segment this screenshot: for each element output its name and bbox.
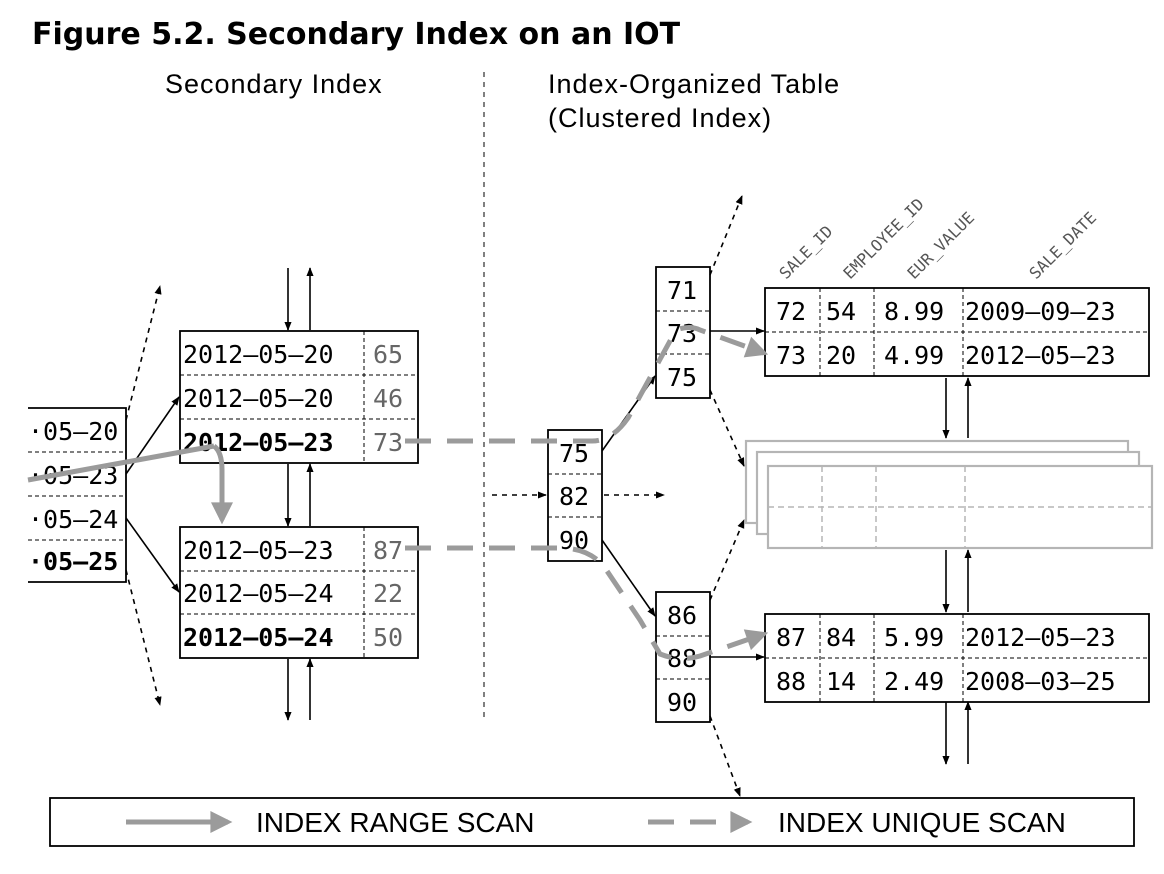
column-headers: SALE_ID EMPLOYEE_ID EUR_VALUE SALE_DATE — [775, 194, 1100, 282]
branch-key: 73 — [667, 319, 697, 348]
cell-eur-value: 4.99 — [884, 341, 944, 370]
secondary-index-header: Secondary Index — [165, 69, 383, 99]
iot-leaf-bottom: 87 84 5.99 2012–05–23 88 14 2.49 2008–03… — [764, 613, 1150, 703]
branch-key: 86 — [667, 601, 697, 630]
leaf-key: 2012–05–20 — [183, 384, 334, 413]
cell-sale-id: 88 — [776, 667, 806, 696]
pointer-arrow — [125, 517, 180, 593]
secondary-leaf-bottom: 2012–05–23 87 2012–05–24 22 2012–05–24 5… — [179, 526, 419, 659]
iot-leaf-top: 72 54 8.99 2009–09–23 73 20 4.99 2012–05… — [764, 287, 1150, 377]
legend-range-scan-label: INDEX RANGE SCAN — [256, 807, 535, 838]
cell-employee-id: 84 — [826, 623, 856, 652]
cell-sale-id: 87 — [776, 623, 806, 652]
branch-key: ·05–24 — [28, 505, 118, 534]
root-key: 82 — [559, 482, 589, 511]
iot-root-node: 75 82 90 — [547, 429, 603, 562]
dashed-arrow — [709, 195, 743, 276]
leaf-key: 2012–05–24 — [183, 579, 334, 608]
root-key: 75 — [559, 439, 589, 468]
column-header-sale-date: SALE_DATE — [1025, 208, 1100, 283]
dashed-arrow — [125, 285, 162, 421]
iot-header-line1: Index-Organized Table — [548, 69, 840, 99]
iot-header-line2: (Clustered Index) — [548, 103, 772, 133]
leaf-key: 2012–05–24 — [183, 623, 334, 652]
leaf-key: 2012–05–23 — [183, 428, 334, 457]
cell-employee-id: 54 — [826, 297, 856, 326]
iot-branch-bottom: 86 88 90 — [655, 591, 711, 723]
leaf-key: 2012–05–20 — [183, 340, 334, 369]
leaf-ref: 50 — [373, 623, 403, 652]
cell-eur-value: 2.49 — [884, 667, 944, 696]
unique-scan-path — [405, 325, 769, 444]
branch-key: ·05–25 — [28, 547, 118, 576]
dashed-arrow — [709, 389, 745, 467]
dashed-arrow — [709, 715, 741, 797]
leaf-ref: 87 — [373, 536, 403, 565]
legend-unique-scan-label: INDEX UNIQUE SCAN — [778, 807, 1066, 838]
leaf-ref: 73 — [373, 428, 403, 457]
secondary-leaf-top: 2012–05–20 65 2012–05–20 46 2012–05–23 7… — [179, 330, 419, 464]
dashed-arrow — [709, 519, 745, 601]
cell-sale-date: 2008–03–25 — [965, 667, 1116, 696]
pointer-arrow — [601, 539, 656, 617]
branch-key: ·05–20 — [28, 417, 118, 446]
figure-title: Figure 5.2. Secondary Index on an IOT — [32, 17, 681, 52]
cell-employee-id: 20 — [826, 341, 856, 370]
cell-sale-id: 72 — [776, 297, 806, 326]
cell-sale-date: 2012–05–23 — [965, 623, 1116, 652]
range-scan-path — [27, 443, 215, 483]
branch-key: 90 — [667, 688, 697, 717]
branch-key: 75 — [667, 363, 697, 392]
range-scan-path — [211, 444, 233, 525]
cell-eur-value: 8.99 — [884, 297, 944, 326]
cell-eur-value: 5.99 — [884, 623, 944, 652]
leaf-ref: 22 — [373, 579, 403, 608]
dashed-arrow — [125, 569, 162, 706]
cell-sale-date: 2012–05–23 — [965, 341, 1116, 370]
column-header-sale-id: SALE_ID — [775, 222, 836, 283]
cell-employee-id: 14 — [826, 667, 856, 696]
leaf-ref: 46 — [373, 384, 403, 413]
leaf-ref: 65 — [373, 340, 403, 369]
leaf-key: 2012–05–23 — [183, 536, 334, 565]
legend: INDEX RANGE SCAN INDEX UNIQUE SCAN — [49, 797, 1135, 847]
secondary-branch-node: ·05–20 ·05–23 ·05–24 ·05–25 — [28, 407, 127, 583]
ghost-table-stack — [744, 439, 1154, 550]
cell-sale-id: 73 — [776, 341, 806, 370]
branch-key: 71 — [667, 276, 697, 305]
cell-sale-date: 2009–09–23 — [965, 297, 1116, 326]
unique-scan-path — [405, 545, 769, 662]
